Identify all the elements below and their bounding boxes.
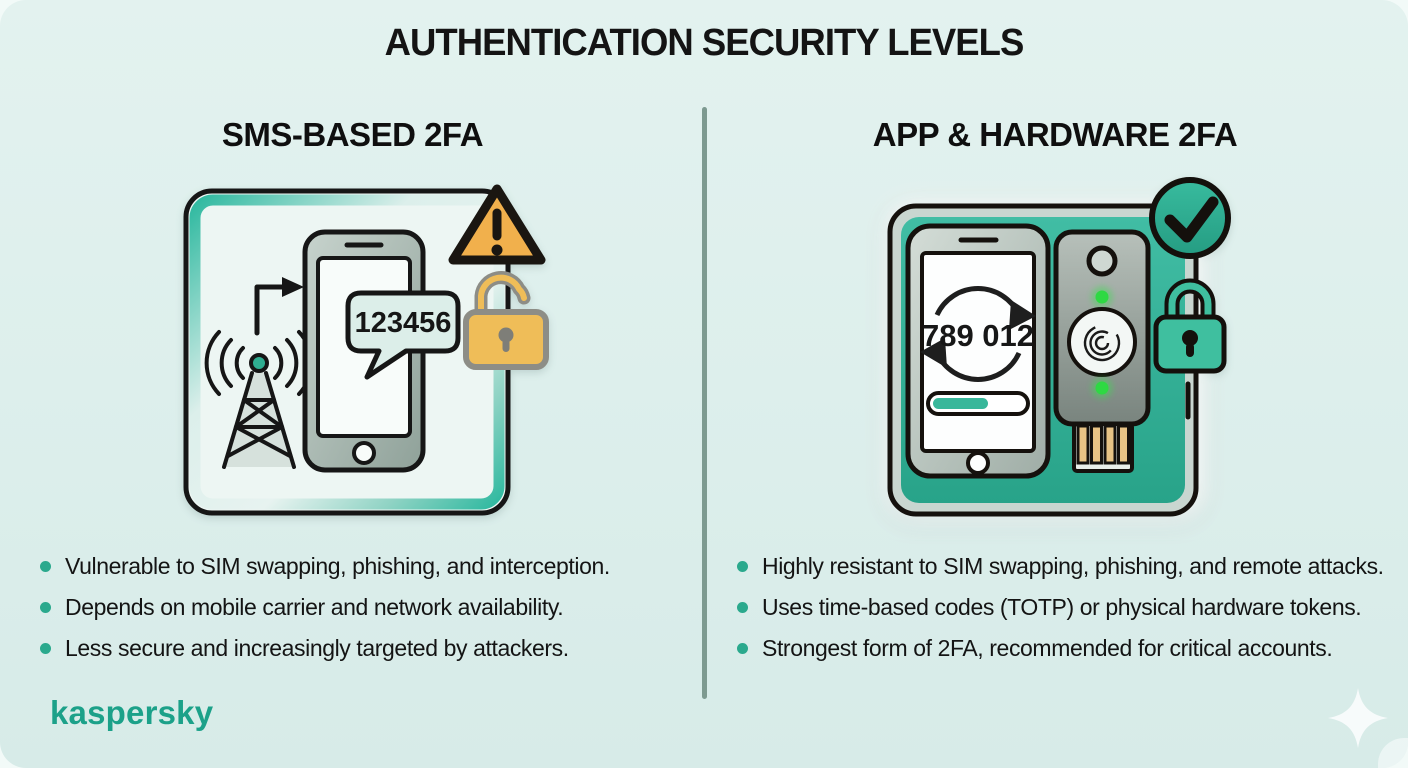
cell-tower-icon <box>204 330 314 469</box>
sms-2fa-illustration: 123456 <box>183 184 549 516</box>
arrow-icon <box>254 277 304 336</box>
bullet-text: Vulnerable to SIM swapping, phishing, an… <box>65 553 610 579</box>
list-item: Highly resistant to SIM swapping, phishi… <box>737 552 1399 581</box>
bullet-dot-icon <box>40 561 51 572</box>
refresh-arrows-icon <box>920 286 1036 382</box>
kaspersky-logo: kaspersky <box>50 694 214 731</box>
list-item: Uses time-based codes (TOTP) or physical… <box>737 593 1399 622</box>
bullet-dot-icon <box>40 602 51 613</box>
bullet-dot-icon <box>737 602 748 613</box>
fingerprint-icon <box>1067 307 1137 377</box>
sms-code-text: 123456 <box>355 307 452 339</box>
sms-bubble-icon: 123456 <box>345 290 461 380</box>
left-column-heading: SMS-BASED 2FA <box>221 116 484 153</box>
bullet-dot-icon <box>40 643 51 654</box>
list-item: Vulnerable to SIM swapping, phishing, an… <box>40 552 685 581</box>
list-item: Less secure and increasingly targeted by… <box>40 634 685 663</box>
page-title: AUTHENTICATION SECURITY LEVELS <box>384 22 1025 64</box>
bullet-dot-icon <box>737 643 748 654</box>
unlocked-padlock-icon <box>463 271 549 370</box>
right-column-heading: APP & HARDWARE 2FA <box>872 116 1238 153</box>
sms-2fa-bullets: Vulnerable to SIM swapping, phishing, an… <box>40 552 685 675</box>
bullet-text: Highly resistant to SIM swapping, phishi… <box>762 553 1384 579</box>
list-item: Depends on mobile carrier and network av… <box>40 593 685 622</box>
warning-triangle-icon <box>448 184 546 265</box>
bullet-text: Uses time-based codes (TOTP) or physical… <box>762 594 1362 620</box>
column-divider <box>702 107 707 699</box>
bullet-text: Less secure and increasingly targeted by… <box>65 635 569 661</box>
locked-padlock-icon <box>1153 278 1227 420</box>
list-item: Strongest form of 2FA, recommended for c… <box>737 634 1399 663</box>
check-circle-icon <box>1149 177 1231 259</box>
bullet-text: Depends on mobile carrier and network av… <box>65 594 564 620</box>
totp-code-text: 789 012 <box>922 318 1034 353</box>
hardware-2fa-illustration: 789 012 <box>884 177 1231 520</box>
bullet-text: Strongest form of 2FA, recommended for c… <box>762 635 1333 661</box>
bullet-dot-icon <box>737 561 748 572</box>
sparkle-icon <box>1328 688 1388 748</box>
security-key-icon <box>1053 229 1151 473</box>
progress-bar <box>926 391 1030 416</box>
hardware-2fa-bullets: Highly resistant to SIM swapping, phishi… <box>737 552 1399 675</box>
